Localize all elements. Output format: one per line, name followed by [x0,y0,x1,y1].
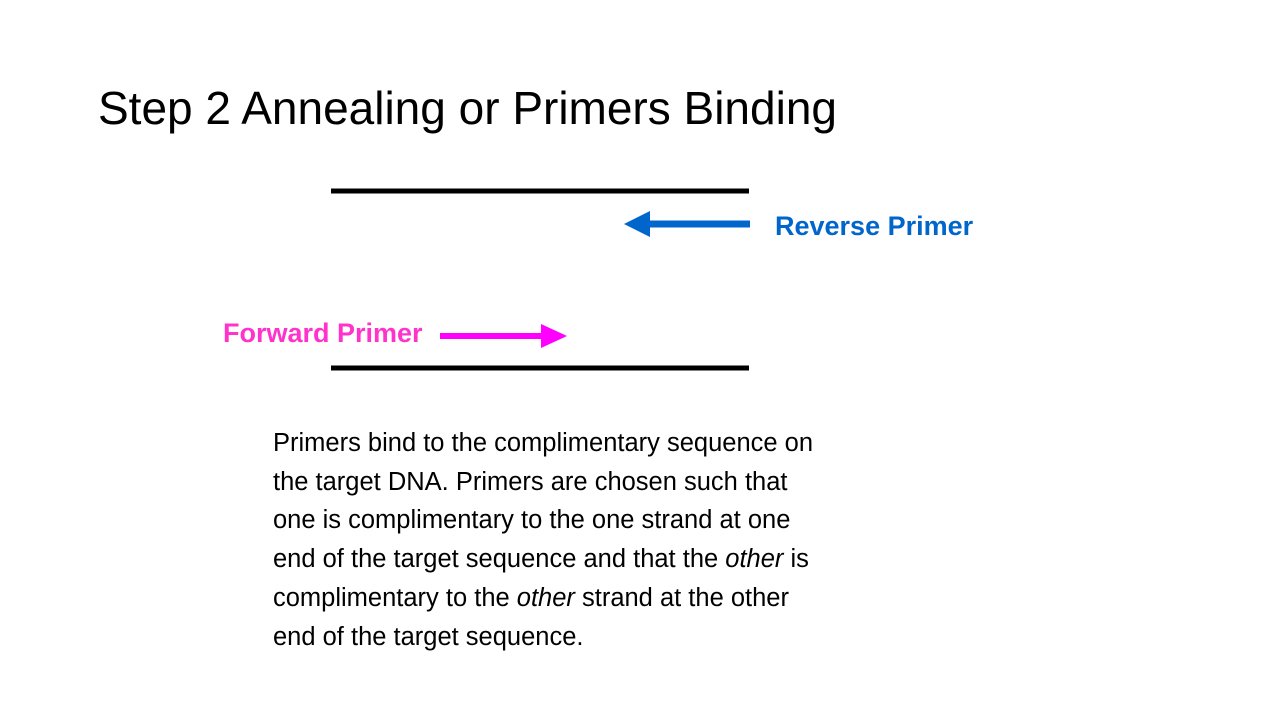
description-line: the target DNA. Primers are chosen such … [273,467,788,496]
description-text: Primers bind to the complimentary sequen… [273,424,973,656]
description-line: Primers bind to the complimentary sequen… [273,429,814,457]
slide-title: Step 2 Annealing or Primers Binding [98,82,837,134]
reverse-primer-label: Reverse Primer [775,211,974,241]
description-text-part: is [783,545,809,574]
description-text-part: end of the target sequence and that the [273,545,726,574]
description-text-part: complimentary to the [273,583,517,612]
description-line: complimentary to the other strand at the… [273,579,973,618]
reverse-primer-arrowhead [624,211,650,237]
description-line: one is complimentary to the one strand a… [273,506,791,535]
forward-primer-label: Forward Primer [223,318,423,348]
forward-primer-arrowhead [541,324,567,348]
description-line: end of the target sequence. [273,622,584,651]
description-text-part: strand at the other [574,583,789,612]
description-emphasis: other [725,545,784,574]
description-line: end of the target sequence and that the … [273,540,973,579]
description-emphasis: other [516,583,575,612]
